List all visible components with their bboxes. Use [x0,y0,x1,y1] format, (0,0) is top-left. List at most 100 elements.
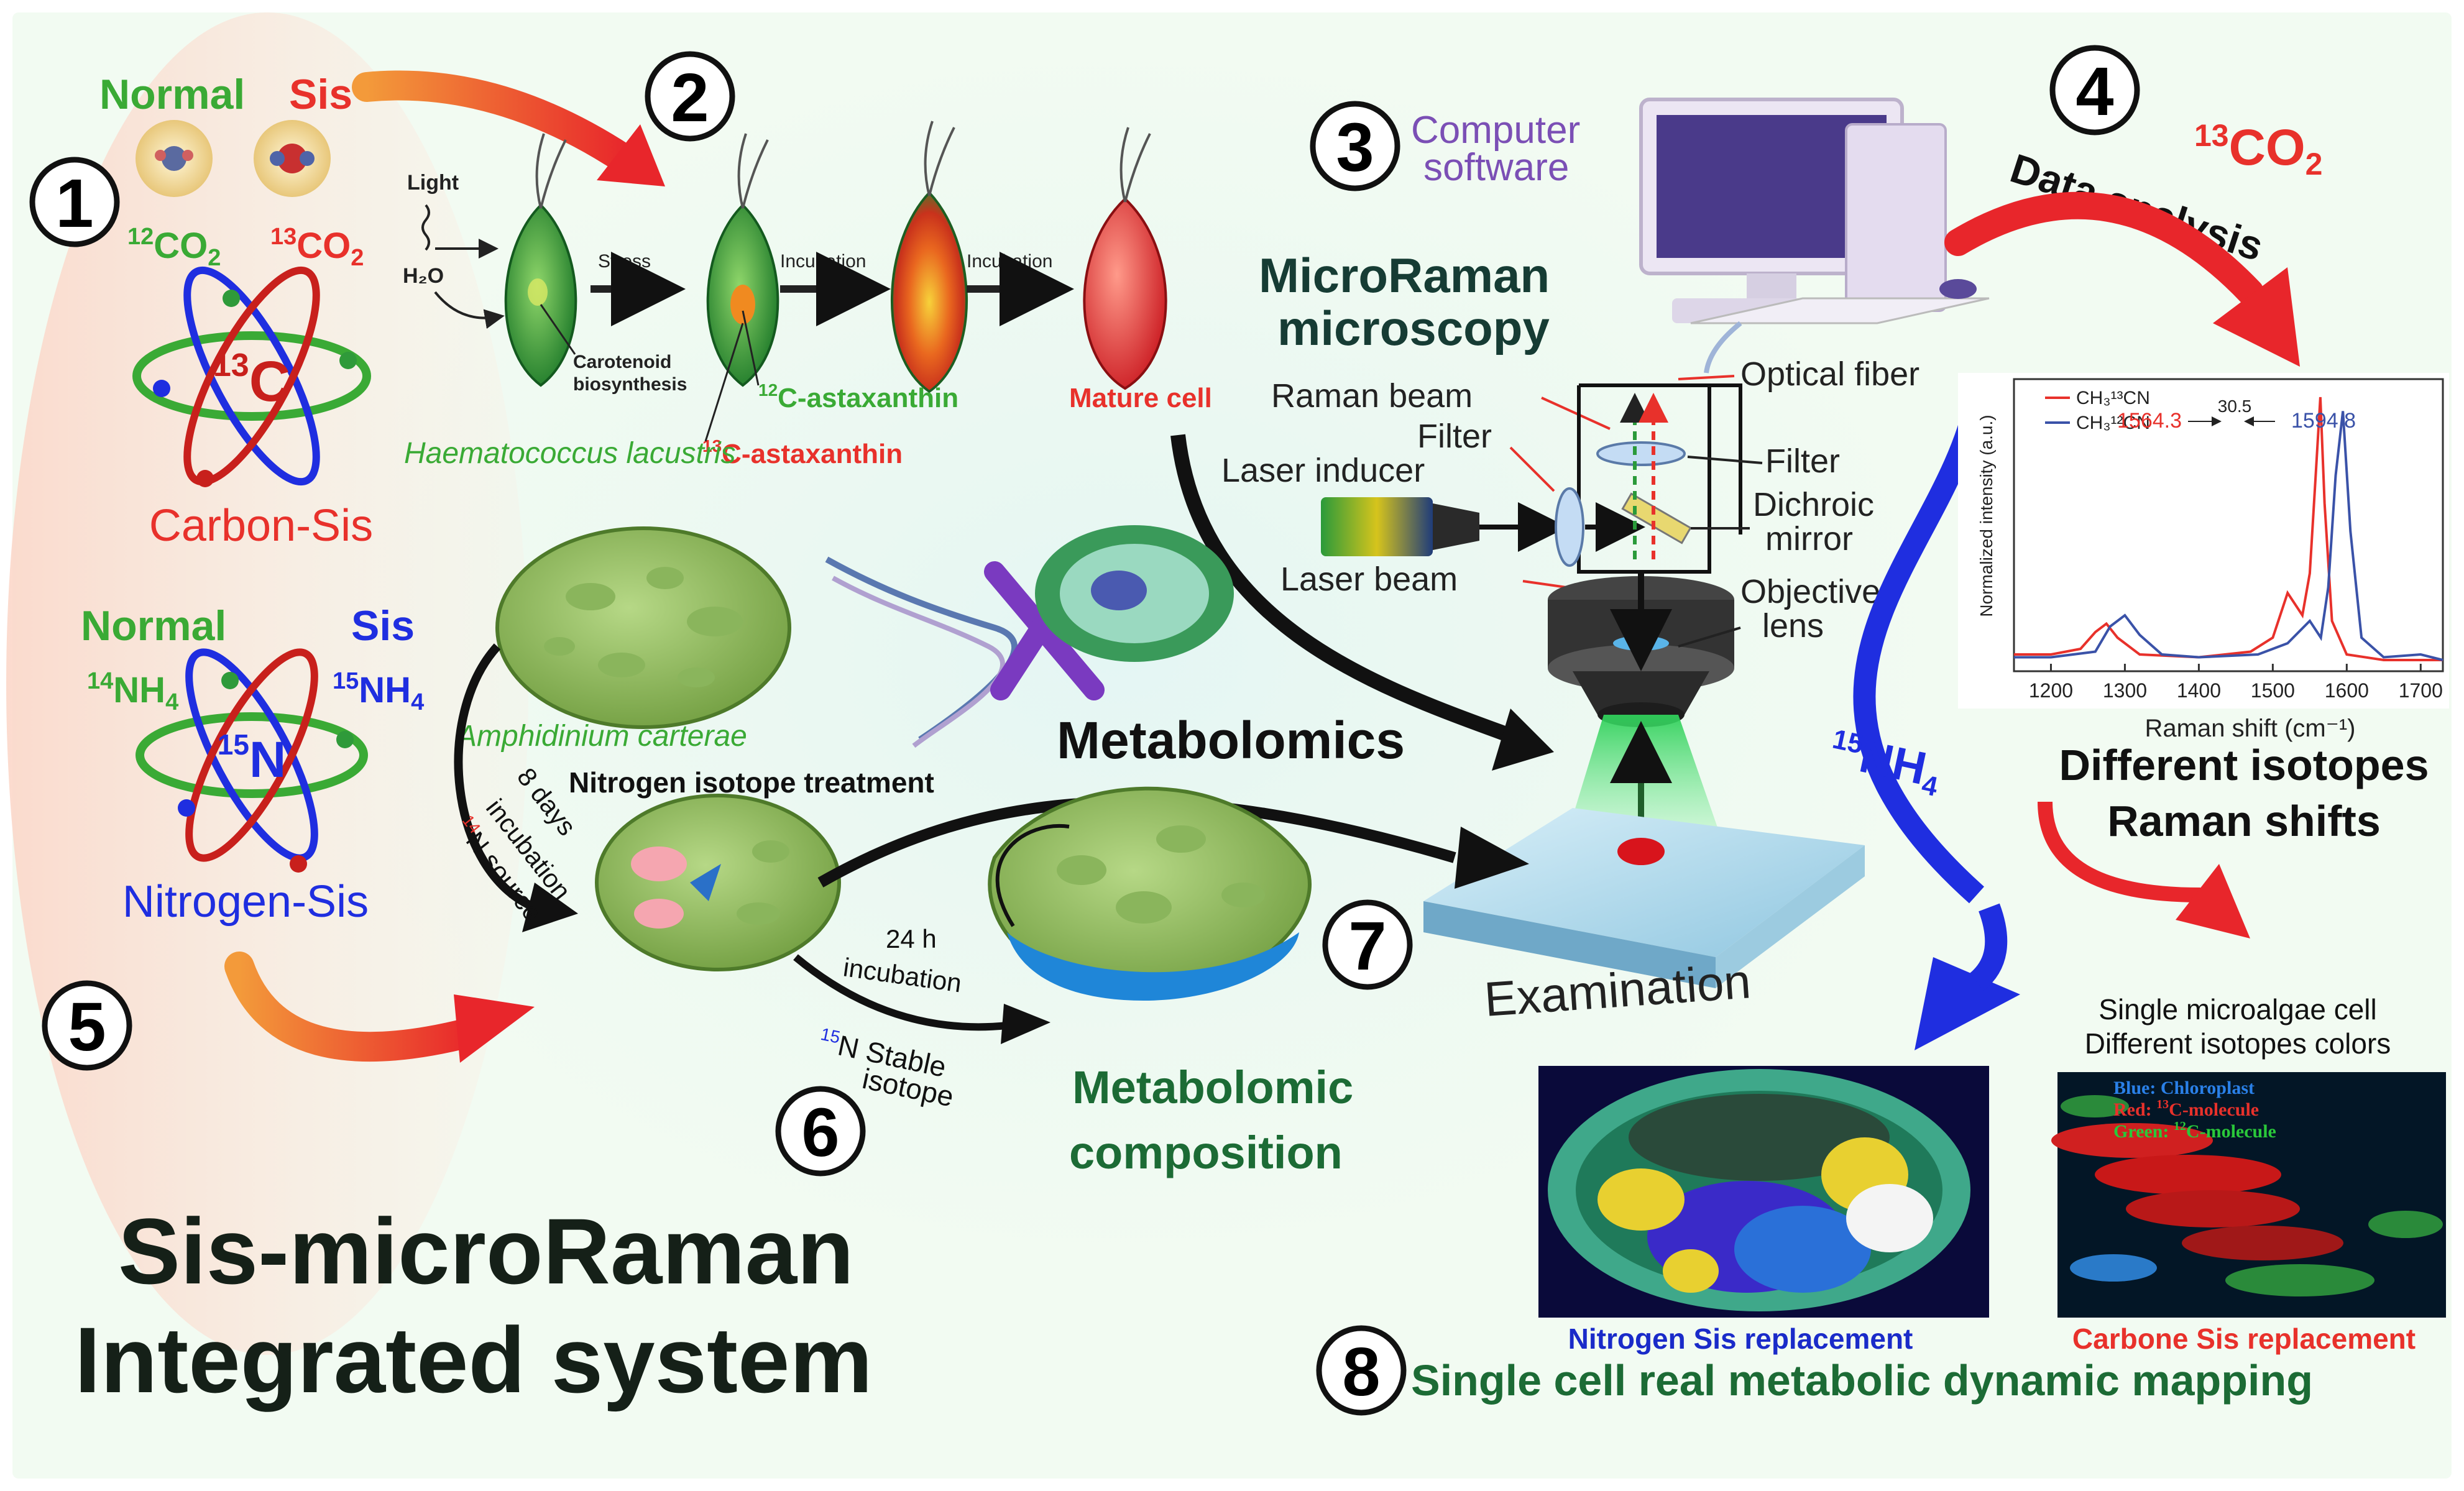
nitrogen-isotope-section: Normal Sis 14NH4 15NH4 15N Nitrogen-Sis [81,602,424,927]
optical-fiber-pointer [1678,375,1735,380]
x-tick-label-0: 1200 [2029,679,2073,702]
computer-icon [1639,98,1990,324]
carbon-replacement-caption: Carbone Sis replacement [2072,1323,2416,1355]
light-wave-icon [421,204,430,251]
filter-left-label: Filter [1417,418,1492,455]
step-7-marker: 7 [1322,899,1413,990]
dinoflagellate-cell-3-icon [988,786,1312,1001]
chart-legend: CH₃¹³CN CH₃¹²CN [2045,388,2150,433]
mature-red-cell-icon [1083,127,1167,390]
objective-label-2: lens [1762,607,1824,645]
carbon-isotope-section: Normal Sis 12CO2 13CO2 13C Carbon-Sis [99,71,373,551]
step-8-number: 8 [1342,1334,1380,1410]
nh4-15-arrow [1853,395,1988,904]
nitrogen-sis-label: Sis [351,602,415,649]
optical-fiber-label: Optical fiber [1740,356,1919,393]
fiber-cable [1704,321,1742,374]
step-markers: 1 2 3 4 5 6 7 8 [29,45,2140,1416]
chart-frame [2013,378,2444,672]
dichroic-label-1: Dichroic [1753,486,1874,523]
metabolomics-section: Metabolomics Amphidinium carterae 8 days… [454,525,1529,1178]
step-4-marker: 4 [2049,45,2140,135]
nitrogen-sis-caption: Nitrogen-Sis [122,877,369,927]
nitrogen-map-image [1538,1066,1989,1318]
step-3-number: 3 [1336,109,1374,186]
haematococcus-species-label: Haematococcus lacustris [404,437,736,470]
step-8-marker: 8 [1316,1325,1407,1416]
step-6-number: 6 [801,1094,839,1171]
astaxanthin-12-pointer [742,310,760,386]
filter-right-label: Filter [1765,443,1840,480]
legend-red-13c: Red: 13C-molecule [2113,1098,2259,1120]
carbon-sis-caption: Carbon-Sis [149,501,373,551]
filter-right-pointer [1687,456,1763,464]
nitrogen-treatment-label: Nitrogen isotope treatment [569,766,934,799]
filter-left-pointer [1509,446,1555,492]
cell-to-examination-arrowhead [1455,827,1529,889]
step-4-number: 4 [2076,53,2113,130]
carbon-to-algae-arrowhead [597,124,665,186]
step-3-marker: 3 [1310,101,1400,191]
nitrogen-replacement-caption: Nitrogen Sis replacement [1568,1323,1913,1355]
algae-carotenoid-section: Light H₂O Stress Carotenoid biosynthesis… [403,121,1212,470]
legend-label-13c: CH₃¹³CN [2076,388,2150,408]
cell-organelle-icon [1035,525,1234,662]
mature-to-examination-arrowhead [1492,709,1554,771]
carbon-map-image: Blue: Chloroplast Red: 13C-molecule Gree… [2051,1072,2446,1318]
legend-blue-chloroplast: Blue: Chloroplast [2113,1078,2255,1098]
step-7-number: 7 [1348,908,1386,984]
nh4-14-label: 14NH4 [87,668,178,715]
step-2-number: 2 [671,60,709,136]
carotenoid-pointer [540,304,576,355]
step-5-number: 5 [68,989,106,1065]
system-title-line-2: Integrated system [75,1308,873,1412]
system-title: Sis-microRaman Integrated system [75,1199,873,1412]
microraman-section: Computer software MicroRaman microscopy … [1221,98,1990,1027]
real-metabolic-mapping-label: Single cell real metabolic dynamic mappi… [1411,1356,2313,1405]
shift-to-map-arrowhead [2176,864,2250,938]
nitrogen-normal-label: Normal [81,602,226,649]
isotopes-shift-label-1: Different isotopes [2059,741,2429,789]
chart-y-axis-label: Normalized intensity (a.u.) [1977,415,1996,617]
stress-label: Stress [598,251,651,272]
metabolomic-composition-label-1: Metabolomic [1072,1062,1353,1113]
mature-to-examination-arrow [1170,434,1507,741]
nitrogen-atom-icon: 15N [136,648,368,873]
co2-12-label: 12CO2 [127,224,221,271]
step-1-marker: 1 [29,157,120,247]
shift-to-map-arrow [2038,801,2201,902]
microscope-slide-icon [1423,808,1865,988]
chart-axes [2013,378,2444,672]
astaxanthin-13-pointer [704,323,744,442]
series-line-0 [2014,397,2443,661]
isotopes-shift-label-2: Raman shifts [2107,797,2381,845]
carbon-to-algae-arrow [352,70,643,177]
co2-13-label: 13CO2 [270,224,364,271]
astaxanthin-13-label: 13C-astaxanthin [702,436,903,469]
orange-astaxanthin-cell-icon [891,121,968,393]
pink-isotope-band [6,12,528,1355]
series-line-1 [2014,411,2443,661]
astaxanthin-12-label: 12C-astaxanthin [758,380,958,413]
water-arrow [434,291,505,329]
early-astaxanthin-cell-icon [706,133,779,387]
water-label: H₂O [403,264,444,288]
carbon-atom-symbol: 13C [213,347,290,413]
nh4-15-arrowhead [1915,957,2020,1050]
nitrogen-to-cell-arrow [224,952,487,1062]
co2-13-molecule-icon [254,120,331,197]
computer-software-label-2: software [1423,146,1569,189]
x-tick-label-1: 1300 [2103,679,2147,702]
data-analysis-arrow [1944,191,2264,306]
co2-13-analysis-label: 13CO2 [2194,118,2322,181]
treatment-arrow-left [454,643,536,912]
system-title-line-1: Sis-microRaman [118,1199,854,1303]
carotenoid-label: Carotenoid [573,352,671,372]
objective-pointer [1678,626,1741,648]
step-6-marker: 6 [775,1086,866,1177]
metabolomic-composition-label-2: composition [1069,1127,1343,1178]
mapping-section: Single microalgae cell Different isotope… [1411,993,2446,1405]
